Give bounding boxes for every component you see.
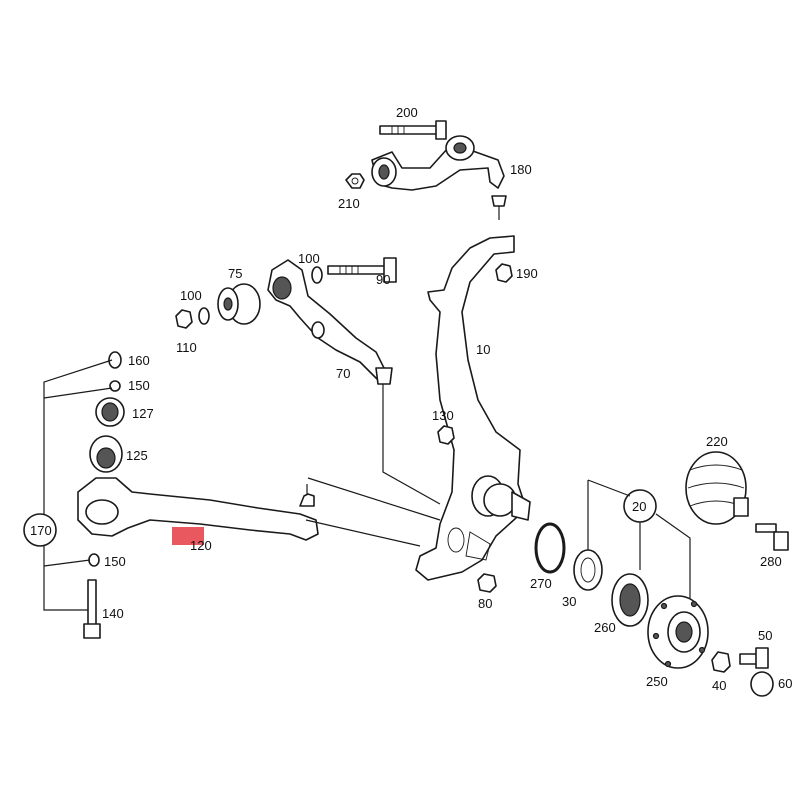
- lower-control-arm-120: [77, 477, 319, 541]
- label-30: 30: [562, 594, 576, 609]
- bolt-280: [755, 523, 789, 551]
- group-circle-170: [23, 513, 57, 547]
- washer-150-top: [109, 380, 121, 392]
- label-120: 120: [190, 538, 212, 553]
- label-10: 10: [476, 342, 490, 357]
- bolt-90: [327, 257, 397, 283]
- label-70: 70: [336, 366, 350, 381]
- label-125: 125: [126, 448, 148, 463]
- nut-130: [437, 425, 455, 445]
- label-90: 90: [376, 272, 390, 287]
- nut-190: [495, 263, 513, 283]
- washer-150-bottom: [88, 553, 100, 567]
- washer-160: [108, 351, 122, 369]
- label-75: 75: [228, 266, 242, 281]
- label-100-right: 100: [298, 251, 320, 266]
- washer-100-right: [311, 266, 323, 284]
- label-160: 160: [128, 353, 150, 368]
- bolt-140: [83, 579, 101, 639]
- nut-80: [477, 573, 497, 593]
- bolt-200: [379, 120, 447, 140]
- bushing-127: [95, 397, 125, 427]
- nut-40: [711, 651, 731, 673]
- leader-lines: [305, 400, 441, 547]
- bearing-260: [611, 573, 649, 627]
- label-110: 110: [176, 340, 197, 355]
- label-170: 170: [30, 523, 52, 538]
- bushing-125: [89, 435, 123, 473]
- lower-control-arm-group: [23, 351, 319, 639]
- upper-control-arm-group: [345, 120, 507, 220]
- snap-ring-270: [534, 522, 566, 574]
- highlight-marker-120: [172, 527, 204, 545]
- hub-group: [534, 451, 789, 697]
- nut-210: [345, 173, 365, 189]
- hub-250: [647, 595, 709, 669]
- label-40: 40: [712, 678, 726, 693]
- tension-strut-group: [175, 257, 397, 400]
- label-100-left: 100: [180, 288, 202, 303]
- label-150-top: 150: [128, 378, 150, 393]
- label-200: 200: [396, 105, 418, 120]
- cap-60: [750, 671, 774, 697]
- bolt-50: [739, 647, 769, 669]
- label-180: 180: [510, 162, 532, 177]
- seal-30: [573, 549, 603, 591]
- bushing-75: [217, 283, 261, 325]
- label-150-bottom: 150: [104, 554, 126, 569]
- label-260: 260: [594, 620, 616, 635]
- washer-100-left: [198, 307, 210, 325]
- boot-220: [685, 451, 749, 525]
- label-210: 210: [338, 196, 360, 211]
- label-50: 50: [758, 628, 772, 643]
- upper-arm-180: [371, 147, 505, 191]
- label-60: 60: [778, 676, 792, 691]
- label-127: 127: [132, 406, 154, 421]
- part-labels: 200 180 210 100 75 90 190 100 110 70 10 …: [30, 105, 792, 693]
- steering-knuckle-group: [415, 235, 531, 593]
- label-270: 270: [530, 576, 552, 591]
- label-130: 130: [432, 408, 454, 423]
- nut-110: [175, 309, 193, 329]
- label-280: 280: [760, 554, 782, 569]
- label-140: 140: [102, 606, 124, 621]
- label-20: 20: [632, 499, 646, 514]
- label-190: 190: [516, 266, 538, 281]
- label-250: 250: [646, 674, 668, 689]
- label-80: 80: [478, 596, 492, 611]
- label-220: 220: [706, 434, 728, 449]
